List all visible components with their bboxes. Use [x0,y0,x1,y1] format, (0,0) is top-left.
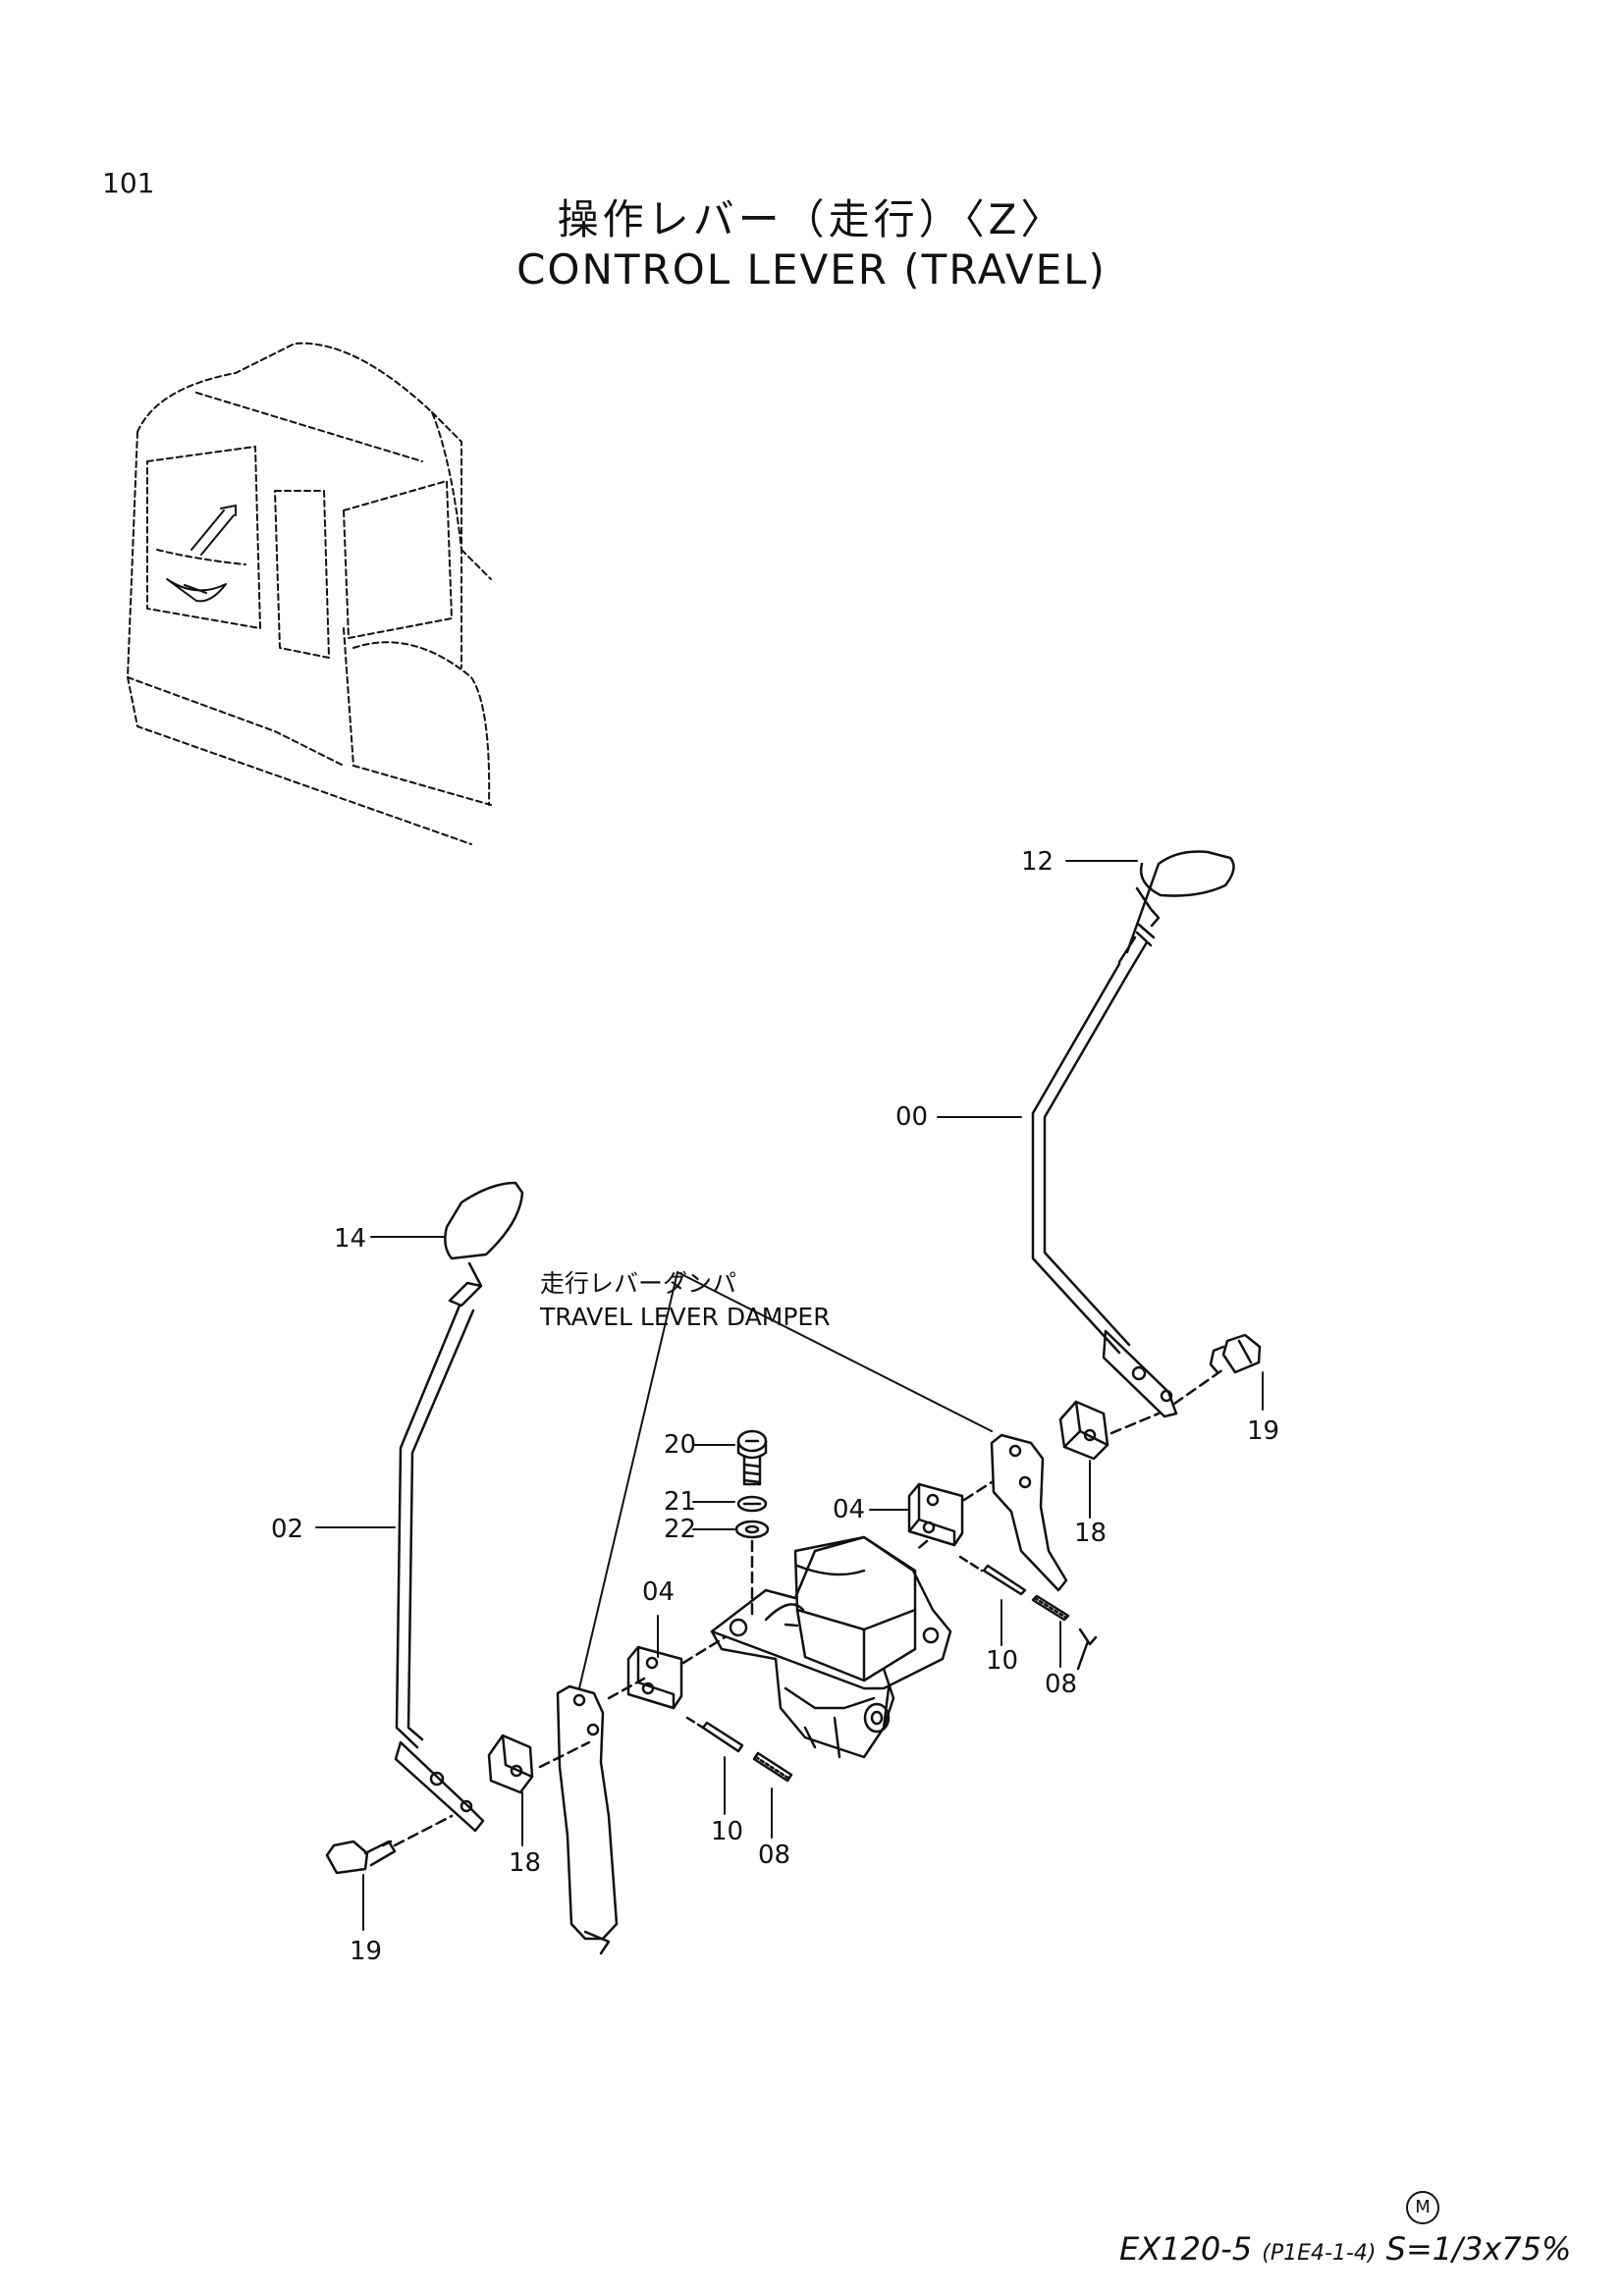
label-12: 12 [1021,847,1054,877]
label-08-left: 08 [758,1841,790,1870]
cab-lever-icon [166,505,237,603]
footer-scale: S=1/3x75% [1385,2230,1572,2268]
callout-japanese: 走行レバーダンパ [540,1269,736,1298]
pins-left [685,1716,793,1783]
bolt-19-left [325,1814,454,1875]
label-04-right: 04 [833,1495,865,1524]
title-english: CONTROL LEVER (TRAVEL) [516,245,1107,294]
leader-lines [315,860,1264,1931]
label-20: 20 [664,1430,696,1460]
footer-code: (P1E4-1-4) [1262,2241,1377,2266]
label-00: 00 [895,1102,928,1132]
label-02: 02 [271,1515,303,1544]
label-19-right: 19 [1247,1416,1279,1446]
right-arm-plate [990,1433,1098,1671]
right-lever [1031,850,1235,1418]
label-18-right: 18 [1074,1519,1107,1548]
damper-body [710,1535,952,1759]
callout-english: TRAVEL LEVER DAMPER [539,1303,831,1331]
damper-callout: 走行レバーダンパ TRAVEL LEVER DAMPER [539,1269,831,1331]
page-number: 101 [102,167,155,199]
bracket-18-right [1058,1400,1161,1461]
left-lever [394,1181,524,1833]
cab-illustration [127,342,492,845]
bolt-19-right [1172,1333,1262,1406]
label-10-right: 10 [986,1646,1018,1676]
screw-washers [734,1429,770,1622]
label-04-left: 04 [642,1577,675,1607]
label-14: 14 [334,1224,366,1254]
block-04-right [907,1480,994,1553]
label-19-left: 19 [350,1937,382,1966]
label-18-left: 18 [509,1848,541,1878]
part-labels: 12 00 14 02 19 18 19 18 20 21 22 04 04 1… [271,847,1279,1966]
pins-right [958,1555,1070,1622]
left-arm-plate [556,1684,619,1955]
footer-model: EX120-5 [1119,2230,1253,2268]
footer: EX120-5 (P1E4-1-4) S=1/3x75% [1119,2230,1571,2268]
label-21: 21 [664,1487,696,1517]
title-japanese: 操作レバー（走行）〈Z〉 [557,195,1066,243]
label-10-left: 10 [711,1817,743,1846]
block-04-left [607,1635,727,1710]
label-08-right: 08 [1045,1670,1077,1699]
label-22: 22 [664,1515,696,1544]
m-mark: M [1406,2191,1439,2224]
bracket-18-left [487,1734,591,1794]
